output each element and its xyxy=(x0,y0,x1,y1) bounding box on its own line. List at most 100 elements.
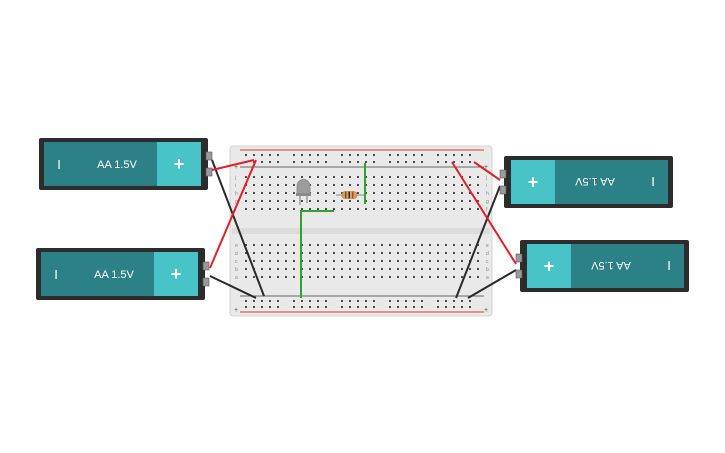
breadboard-hole[interactable] xyxy=(453,154,455,156)
breadboard-hole[interactable] xyxy=(421,176,423,178)
breadboard-hole[interactable] xyxy=(421,161,423,163)
breadboard-hole[interactable] xyxy=(453,208,455,210)
breadboard-hole[interactable] xyxy=(317,268,319,270)
breadboard-hole[interactable] xyxy=(453,192,455,194)
breadboard-hole[interactable] xyxy=(413,300,415,302)
breadboard-hole[interactable] xyxy=(469,276,471,278)
breadboard-hole[interactable] xyxy=(293,208,295,210)
breadboard-hole[interactable] xyxy=(373,252,375,254)
breadboard-hole[interactable] xyxy=(429,208,431,210)
breadboard-hole[interactable] xyxy=(445,184,447,186)
breadboard-hole[interactable] xyxy=(285,244,287,246)
breadboard-hole[interactable] xyxy=(261,192,263,194)
breadboard-hole[interactable] xyxy=(349,252,351,254)
breadboard-hole[interactable] xyxy=(309,244,311,246)
breadboard-hole[interactable] xyxy=(277,208,279,210)
breadboard-hole[interactable] xyxy=(253,300,255,302)
breadboard-hole[interactable] xyxy=(253,184,255,186)
breadboard-hole[interactable] xyxy=(413,192,415,194)
breadboard-hole[interactable] xyxy=(357,154,359,156)
breadboard-hole[interactable] xyxy=(461,260,463,262)
breadboard-hole[interactable] xyxy=(285,176,287,178)
breadboard-hole[interactable] xyxy=(421,260,423,262)
breadboard-hole[interactable] xyxy=(245,154,247,156)
breadboard-hole[interactable] xyxy=(365,306,367,308)
breadboard-hole[interactable] xyxy=(293,244,295,246)
breadboard-hole[interactable] xyxy=(373,176,375,178)
battery-terminal-minus[interactable] xyxy=(499,169,507,179)
breadboard-hole[interactable] xyxy=(413,200,415,202)
breadboard-hole[interactable] xyxy=(293,176,295,178)
battery-terminal-plus[interactable] xyxy=(205,151,213,161)
breadboard-hole[interactable] xyxy=(333,192,335,194)
breadboard-hole[interactable] xyxy=(381,260,383,262)
breadboard-hole[interactable] xyxy=(381,184,383,186)
breadboard-hole[interactable] xyxy=(397,260,399,262)
breadboard-hole[interactable] xyxy=(309,176,311,178)
breadboard-hole[interactable] xyxy=(421,306,423,308)
breadboard-hole[interactable] xyxy=(301,208,303,210)
breadboard-hole[interactable] xyxy=(437,252,439,254)
breadboard-hole[interactable] xyxy=(365,161,367,163)
breadboard-hole[interactable] xyxy=(309,252,311,254)
breadboard-hole[interactable] xyxy=(365,260,367,262)
breadboard-hole[interactable] xyxy=(421,154,423,156)
breadboard-hole[interactable] xyxy=(445,200,447,202)
breadboard-hole[interactable] xyxy=(245,200,247,202)
breadboard-hole[interactable] xyxy=(413,161,415,163)
breadboard-hole[interactable] xyxy=(317,306,319,308)
breadboard-hole[interactable] xyxy=(317,208,319,210)
breadboard-hole[interactable] xyxy=(469,161,471,163)
breadboard-hole[interactable] xyxy=(333,252,335,254)
wire-black-bottom-right[interactable] xyxy=(467,269,517,299)
breadboard-hole[interactable] xyxy=(461,252,463,254)
breadboard-hole[interactable] xyxy=(445,192,447,194)
breadboard-hole[interactable] xyxy=(373,192,375,194)
breadboard-hole[interactable] xyxy=(325,200,327,202)
breadboard-hole[interactable] xyxy=(317,176,319,178)
breadboard-hole[interactable] xyxy=(293,161,295,163)
breadboard-hole[interactable] xyxy=(469,154,471,156)
breadboard-hole[interactable] xyxy=(357,208,359,210)
breadboard-hole[interactable] xyxy=(341,244,343,246)
breadboard-hole[interactable] xyxy=(261,200,263,202)
breadboard-hole[interactable] xyxy=(325,268,327,270)
breadboard-hole[interactable] xyxy=(309,306,311,308)
breadboard-hole[interactable] xyxy=(461,154,463,156)
breadboard-hole[interactable] xyxy=(421,184,423,186)
breadboard-hole[interactable] xyxy=(365,276,367,278)
breadboard-hole[interactable] xyxy=(389,300,391,302)
breadboard-hole[interactable] xyxy=(469,208,471,210)
breadboard-hole[interactable] xyxy=(253,208,255,210)
breadboard-hole[interactable] xyxy=(413,184,415,186)
breadboard-hole[interactable] xyxy=(341,176,343,178)
breadboard-hole[interactable] xyxy=(429,276,431,278)
breadboard-hole[interactable] xyxy=(349,161,351,163)
breadboard-hole[interactable] xyxy=(277,176,279,178)
wire-red-bottom-left[interactable] xyxy=(209,159,257,269)
breadboard-hole[interactable] xyxy=(405,208,407,210)
breadboard-hole[interactable] xyxy=(341,306,343,308)
breadboard-hole[interactable] xyxy=(333,276,335,278)
breadboard-hole[interactable] xyxy=(469,300,471,302)
breadboard-hole[interactable] xyxy=(277,276,279,278)
breadboard-hole[interactable] xyxy=(325,184,327,186)
breadboard-hole[interactable] xyxy=(301,154,303,156)
breadboard-hole[interactable] xyxy=(469,244,471,246)
breadboard-hole[interactable] xyxy=(357,244,359,246)
breadboard-hole[interactable] xyxy=(461,276,463,278)
breadboard-hole[interactable] xyxy=(293,300,295,302)
breadboard-hole[interactable] xyxy=(341,154,343,156)
breadboard-hole[interactable] xyxy=(461,300,463,302)
breadboard-hole[interactable] xyxy=(381,200,383,202)
breadboard-hole[interactable] xyxy=(317,276,319,278)
breadboard-hole[interactable] xyxy=(453,200,455,202)
breadboard-hole[interactable] xyxy=(477,268,479,270)
breadboard-hole[interactable] xyxy=(309,161,311,163)
breadboard-hole[interactable] xyxy=(253,176,255,178)
breadboard-hole[interactable] xyxy=(261,260,263,262)
breadboard-hole[interactable] xyxy=(429,192,431,194)
breadboard-hole[interactable] xyxy=(357,161,359,163)
breadboard-hole[interactable] xyxy=(285,208,287,210)
